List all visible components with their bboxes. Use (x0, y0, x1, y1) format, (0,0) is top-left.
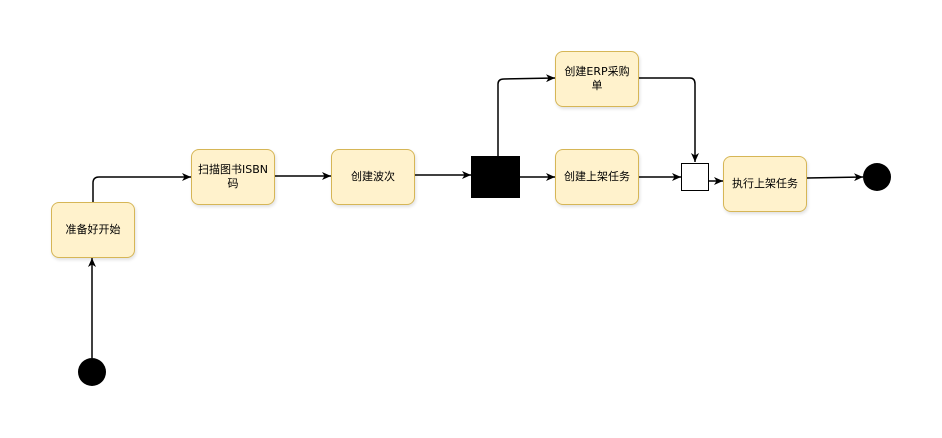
node-create-erp-order[interactable]: 创建ERP采购单 (555, 51, 639, 107)
join-node (681, 163, 709, 191)
edge-erp-to-join (639, 77, 699, 162)
node-execute-shelf-task-label: 执行上架任务 (732, 177, 798, 190)
node-execute-shelf-task[interactable]: 执行上架任务 (723, 156, 807, 212)
node-create-shelf-task-label: 创建上架任务 (564, 170, 630, 183)
node-prepare-label: 准备好开始 (65, 223, 121, 236)
node-create-wave[interactable]: 创建波次 (331, 149, 415, 205)
edge-fork-to-erp (497, 74, 556, 156)
node-scan-isbn-label: 扫描图书ISBN码 (197, 163, 268, 190)
edge-prepare-to-scan (92, 173, 191, 202)
node-create-shelf-task[interactable]: 创建上架任务 (555, 149, 639, 205)
node-create-wave-label: 创建波次 (351, 170, 395, 183)
fork-node (471, 156, 520, 198)
node-create-erp-order-label: 创建ERP采购单 (564, 65, 630, 92)
initial-node (78, 358, 106, 386)
final-node (863, 163, 891, 191)
edge-execute-to-end (806, 173, 864, 182)
node-scan-isbn[interactable]: 扫描图书ISBN码 (191, 149, 275, 205)
node-prepare[interactable]: 准备好开始 (51, 202, 135, 258)
